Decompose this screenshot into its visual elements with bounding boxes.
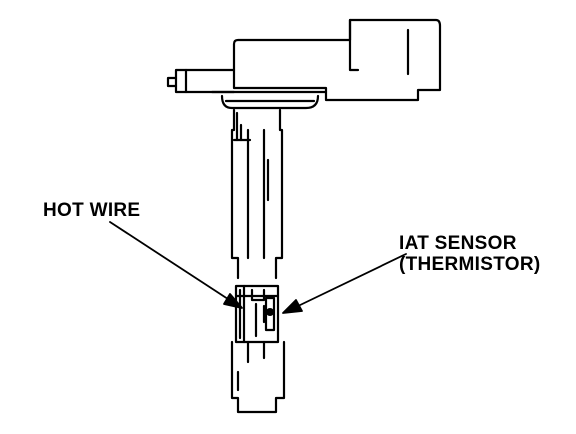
probe-base xyxy=(230,340,286,414)
hot-wire-label: HOT WIRE xyxy=(43,200,141,221)
iat-sensor-label-line2: (THERMISTOR) xyxy=(399,254,541,275)
sensing-element xyxy=(234,284,280,344)
iat-sensor-label: IAT SENSOR (THERMISTOR) xyxy=(399,233,541,275)
probe-stem xyxy=(230,108,284,280)
connector-housing xyxy=(166,18,442,110)
iat-sensor-leader xyxy=(282,253,407,314)
hot-wire-leader xyxy=(109,221,243,309)
iat-sensor-label-line1: IAT SENSOR xyxy=(399,233,517,254)
